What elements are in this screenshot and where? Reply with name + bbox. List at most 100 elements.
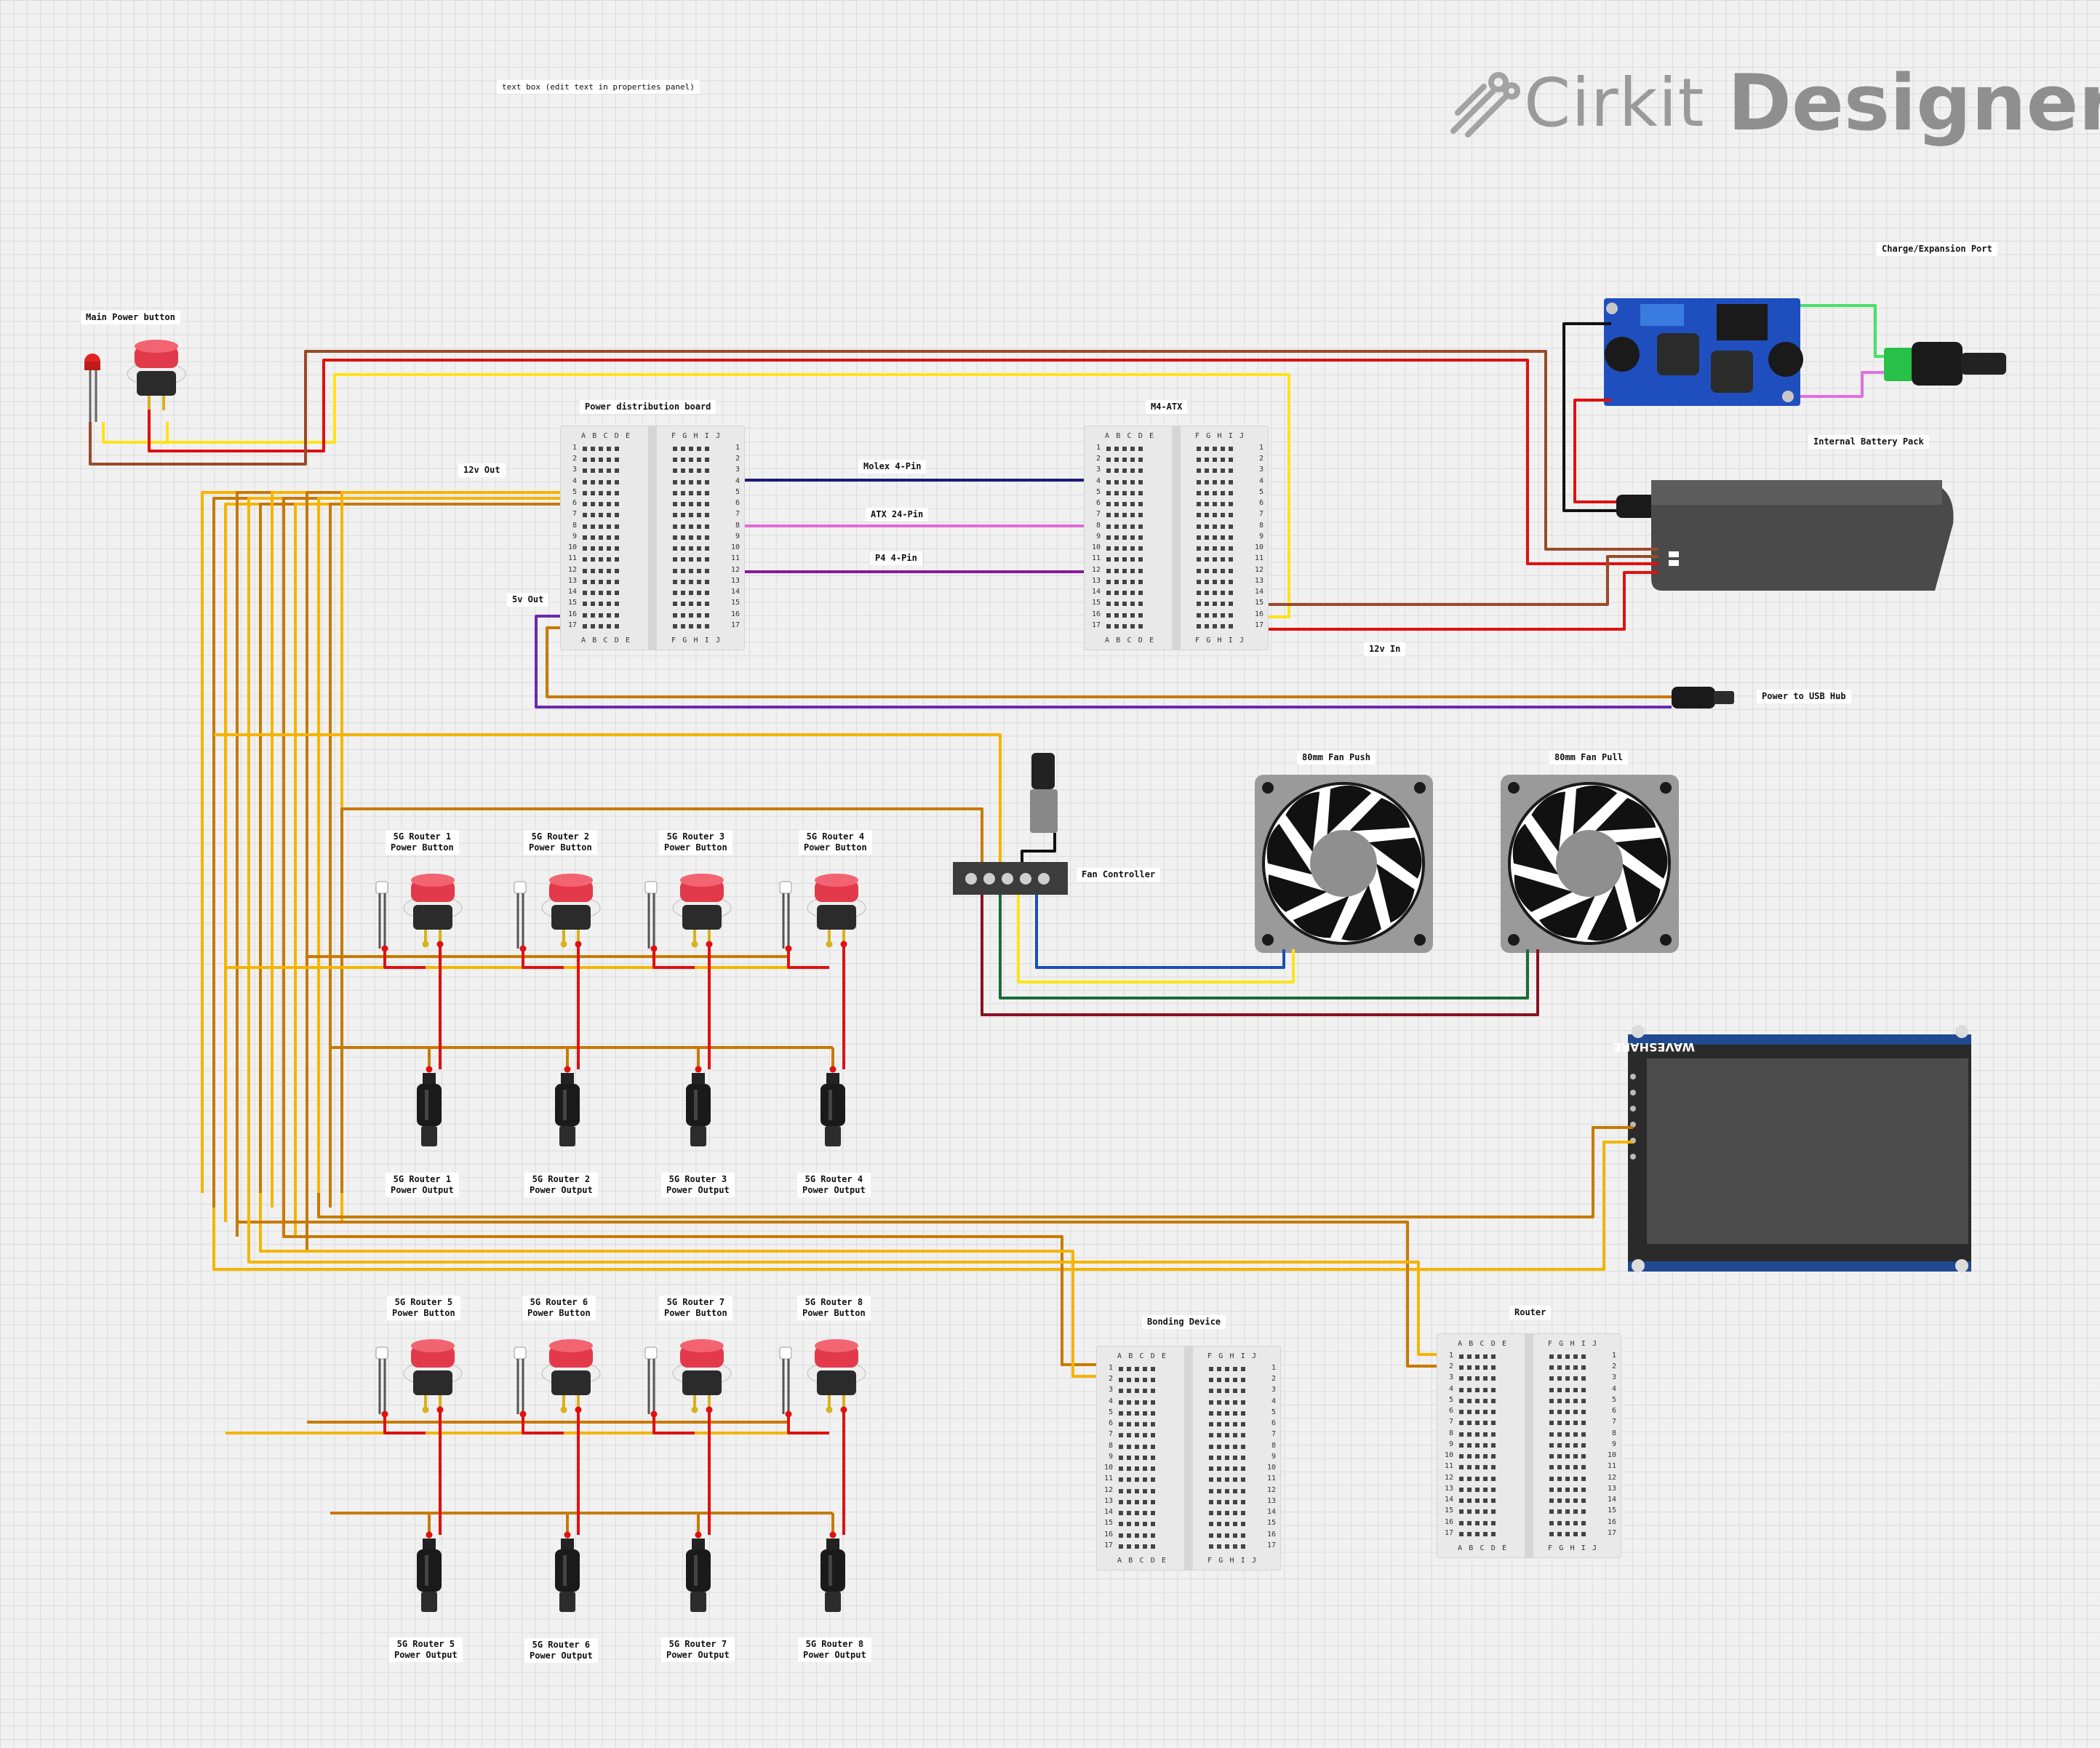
breadboard-hole[interactable] xyxy=(1573,1365,1578,1370)
breadboard-hole-row[interactable] xyxy=(1119,1422,1159,1427)
breadboard-hole[interactable] xyxy=(1205,602,1209,607)
breadboard-hole[interactable] xyxy=(1225,1533,1229,1538)
breadboard-hole[interactable] xyxy=(673,591,677,596)
breadboard-hole[interactable] xyxy=(583,468,587,474)
breadboard-hole[interactable] xyxy=(1549,1520,1554,1525)
pin-dot[interactable] xyxy=(785,945,792,952)
breadboard-hole[interactable] xyxy=(1106,579,1111,584)
breadboard-hole[interactable] xyxy=(1459,1465,1464,1470)
breadboard-hole[interactable] xyxy=(705,602,709,607)
breadboard-hole[interactable] xyxy=(1130,524,1135,529)
breadboard-hole[interactable] xyxy=(1241,1499,1245,1504)
wire-charge-pink[interactable] xyxy=(1800,371,1884,398)
pin-dot[interactable] xyxy=(564,1531,571,1539)
breadboard-hole[interactable] xyxy=(1135,1389,1139,1394)
breadboard-hole[interactable] xyxy=(599,591,603,596)
breadboard-hole-row[interactable] xyxy=(1106,623,1146,629)
internal-battery-pack[interactable] xyxy=(1651,480,1954,591)
breadboard-hole[interactable] xyxy=(599,557,603,562)
breadboard-hole[interactable] xyxy=(591,468,595,474)
breadboard-hole[interactable] xyxy=(1143,1400,1147,1405)
breadboard-hole[interactable] xyxy=(705,468,709,474)
breadboard-hole[interactable] xyxy=(681,468,685,474)
breadboard-hole[interactable] xyxy=(1197,591,1201,596)
breadboard-hole[interactable] xyxy=(1197,612,1201,618)
breadboard-hole[interactable] xyxy=(583,602,587,607)
breadboard-hole[interactable] xyxy=(697,468,701,474)
breadboard-hole[interactable] xyxy=(1229,568,1233,573)
breadboard-hole[interactable] xyxy=(1475,1410,1480,1415)
breadboard-hole[interactable] xyxy=(1122,591,1127,596)
breadboard-hole[interactable] xyxy=(1557,1376,1562,1381)
breadboard-hole[interactable] xyxy=(1573,1498,1578,1504)
breadboard-hole[interactable] xyxy=(1581,1531,1586,1536)
breadboard-hole[interactable] xyxy=(1467,1398,1472,1403)
breadboard-hole[interactable] xyxy=(1114,513,1119,518)
breadboard-hole[interactable] xyxy=(615,468,619,474)
breadboard-hole-row[interactable] xyxy=(1119,1410,1159,1416)
breadboard-hole[interactable] xyxy=(1151,1544,1155,1549)
breadboard-hole[interactable] xyxy=(1114,502,1119,507)
breadboard-hole[interactable] xyxy=(1151,1466,1155,1472)
wire-router-led-red[interactable] xyxy=(522,949,564,969)
breadboard-hole[interactable] xyxy=(705,479,709,484)
breadboard-hole[interactable] xyxy=(1127,1400,1131,1405)
wire-fan-ctrl-power[interactable] xyxy=(340,807,983,1193)
breadboard-hole[interactable] xyxy=(1229,524,1233,529)
breadboard-hole[interactable] xyxy=(1151,1367,1155,1371)
breadboard-hole[interactable] xyxy=(1209,1433,1213,1438)
breadboard-hole[interactable] xyxy=(607,557,611,562)
breadboard-hole[interactable] xyxy=(1581,1442,1586,1448)
breadboard-hole[interactable] xyxy=(1135,1455,1139,1460)
breadboard-hole-row[interactable] xyxy=(1209,1511,1249,1516)
breadboard-hole[interactable] xyxy=(697,458,701,463)
breadboard-hole[interactable] xyxy=(1205,447,1209,451)
breadboard-hole[interactable] xyxy=(1119,1499,1123,1504)
breadboard-hole[interactable] xyxy=(681,546,685,551)
breadboard-hole[interactable] xyxy=(689,513,693,518)
breadboard-hole[interactable] xyxy=(591,623,595,628)
breadboard-hole-row[interactable] xyxy=(1549,1531,1589,1537)
breadboard-hole[interactable] xyxy=(681,568,685,573)
breadboard-hole[interactable] xyxy=(673,458,677,463)
breadboard-hole[interactable] xyxy=(1135,1422,1139,1427)
breadboard-hole[interactable] xyxy=(681,479,685,484)
breadboard-hole[interactable] xyxy=(1229,502,1233,507)
breadboard-hole[interactable] xyxy=(1491,1410,1496,1415)
breadboard-hole-row[interactable] xyxy=(673,546,713,551)
breadboard-hole-row[interactable] xyxy=(1459,1387,1499,1393)
breadboard-hole-row[interactable] xyxy=(673,612,713,618)
breadboard-hole[interactable] xyxy=(1467,1421,1472,1426)
breadboard-hole-row[interactable] xyxy=(1459,1432,1499,1437)
breadboard-hole[interactable] xyxy=(615,623,619,628)
breadboard-hole[interactable] xyxy=(1106,502,1111,507)
breadboard-hole[interactable] xyxy=(1241,1444,1245,1449)
breadboard-hole[interactable] xyxy=(1491,1465,1496,1470)
breadboard-hole[interactable] xyxy=(1565,1398,1570,1403)
breadboard-hole-row[interactable] xyxy=(1459,1520,1499,1526)
breadboard-hole[interactable] xyxy=(673,546,677,551)
wire-12v-bus[interactable] xyxy=(247,497,589,1251)
breadboard-hole[interactable] xyxy=(1459,1365,1464,1370)
breadboard-hole-row[interactable] xyxy=(1459,1365,1499,1370)
breadboard-hole[interactable] xyxy=(607,447,611,451)
breadboard-hole[interactable] xyxy=(1233,1466,1237,1472)
breadboard-hole-row[interactable] xyxy=(583,557,623,562)
breadboard-hole[interactable] xyxy=(1565,1509,1570,1514)
breadboard-hole[interactable] xyxy=(591,479,595,484)
breadboard-hole[interactable] xyxy=(1225,1378,1229,1383)
breadboard-hole[interactable] xyxy=(1459,1454,1464,1459)
breadboard-hole[interactable] xyxy=(673,468,677,474)
breadboard-hole[interactable] xyxy=(1213,557,1217,562)
pin-dot[interactable] xyxy=(575,941,582,948)
pin-dot[interactable] xyxy=(426,1531,433,1539)
breadboard-hole[interactable] xyxy=(1122,535,1127,540)
breadboard-hole[interactable] xyxy=(591,447,595,451)
breadboard-hole[interactable] xyxy=(1119,1400,1123,1405)
breadboard-hole[interactable] xyxy=(1119,1511,1123,1516)
breadboard-hole[interactable] xyxy=(591,502,595,507)
breadboard-hole-row[interactable] xyxy=(1209,1389,1249,1394)
breadboard-hole[interactable] xyxy=(1573,1520,1578,1525)
wire-router-led-red[interactable] xyxy=(383,949,426,969)
